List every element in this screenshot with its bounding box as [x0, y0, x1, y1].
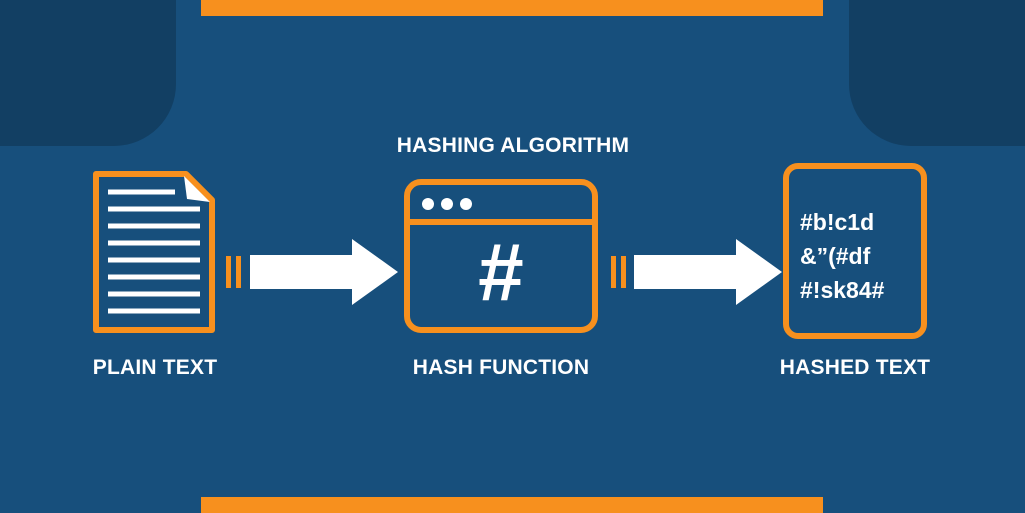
right-corner-panel: [849, 0, 1025, 146]
arrow-right-icon: [611, 239, 782, 305]
stage-label-plain-text: PLAIN TEXT: [92, 356, 218, 379]
stage-label-hashed-text: HASHED TEXT: [779, 356, 931, 379]
hashed-line: #b!c1d: [800, 209, 875, 235]
top-accent-bar: [201, 0, 823, 16]
hashed-line: #!sk84#: [800, 277, 885, 303]
diagram-title: HASHING ALGORITHM: [396, 134, 630, 157]
hashed-line: &”(#df: [800, 243, 871, 269]
arrow-right-icon: [226, 239, 398, 305]
hash-window-icon: [404, 179, 598, 333]
document-icon: [93, 171, 215, 333]
stage-label-hash-function: HASH FUNCTION: [412, 356, 590, 379]
left-corner-panel: [0, 0, 176, 146]
hashed-text-lines: #b!c1d &”(#df #!sk84#: [800, 205, 884, 307]
bottom-accent-bar: [201, 497, 823, 513]
hashed-card-icon: [783, 163, 927, 339]
hash-symbol: #: [478, 227, 524, 318]
